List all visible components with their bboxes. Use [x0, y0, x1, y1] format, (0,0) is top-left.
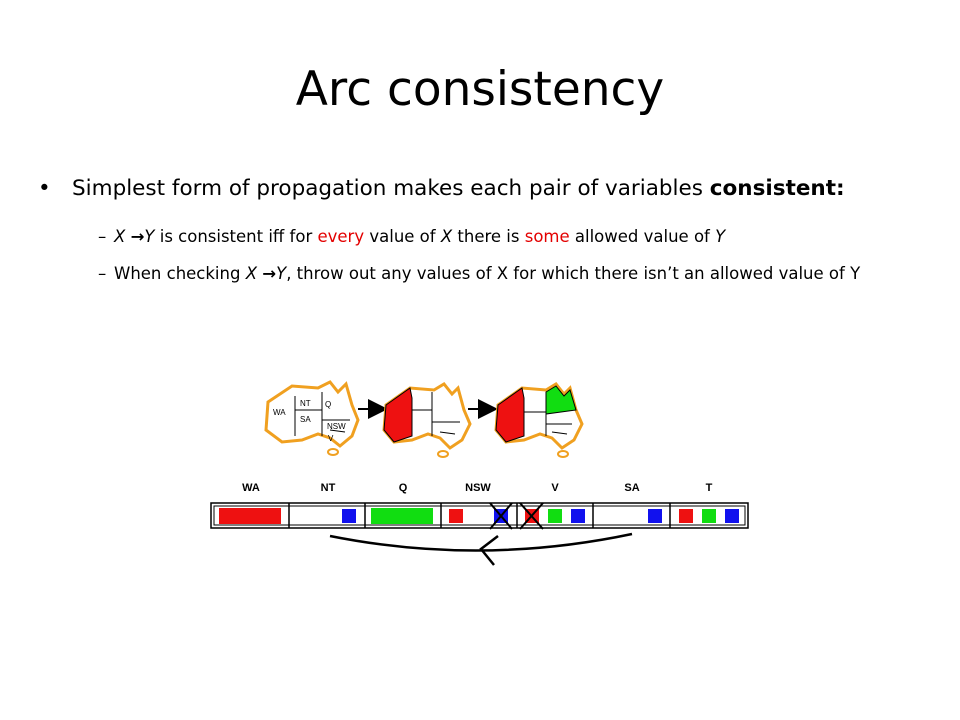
map-label: SA	[300, 415, 311, 424]
header-q: Q	[399, 482, 408, 494]
q-green	[371, 508, 433, 524]
bullet-dot: •	[38, 176, 51, 201]
sub-bullet-1: – X →Y is consistent iff for every value…	[38, 224, 918, 249]
map-label: Q	[325, 400, 331, 409]
header-nsw: NSW	[465, 482, 491, 494]
arrow-icon: →	[262, 264, 277, 283]
map-label: WA	[273, 408, 286, 417]
dash: –	[98, 264, 107, 283]
australia-map-2	[382, 382, 472, 458]
dash: –	[98, 227, 107, 246]
text: allowed value of	[569, 227, 716, 246]
arc-arrow	[329, 532, 633, 566]
text: , throw out any values of X for which th…	[286, 264, 861, 283]
nsw-red	[449, 509, 463, 523]
arrow-icon: →	[130, 227, 145, 246]
bullet-bold: consistent:	[709, 176, 845, 201]
cross-out-nsw-blue	[489, 502, 513, 530]
v-green	[548, 509, 562, 523]
nt-blue	[342, 509, 356, 523]
header-v: V	[551, 482, 559, 494]
map-label: NT	[300, 399, 311, 408]
sub-bullet-2: – When checking X →Y, throw out any valu…	[38, 261, 918, 286]
text: is consistent iff for	[154, 227, 318, 246]
map-label: V	[328, 434, 334, 443]
var-y: Y	[715, 227, 726, 246]
var-x: X	[114, 227, 126, 246]
var-x: X	[440, 227, 453, 246]
header-nt: NT	[321, 482, 336, 494]
emph-every: every	[317, 227, 365, 246]
emph-some: some	[524, 227, 570, 246]
header-sa: SA	[624, 482, 639, 494]
bullet-text: Simplest form of propagation makes each …	[72, 176, 710, 201]
sa-blue	[648, 509, 662, 523]
var-y: Y	[276, 264, 287, 283]
slide-title: Arc consistency	[295, 62, 665, 117]
wa-red	[219, 508, 281, 524]
bullet-item: • Simplest form of propagation makes eac…	[38, 172, 918, 206]
domain-headers: WA NT Q NSW V SA T	[242, 482, 713, 494]
t-green	[702, 509, 716, 523]
var-y: Y	[144, 227, 155, 246]
map-label: NSW	[327, 422, 346, 431]
t-blue	[725, 509, 739, 523]
australia-map-3	[494, 382, 584, 458]
domain-row	[210, 502, 749, 530]
t-red	[679, 509, 693, 523]
text: there is	[452, 227, 525, 246]
header-t: T	[706, 482, 713, 494]
australia-map-1: WA NT SA Q NSW V	[264, 380, 360, 456]
bullet-list: • Simplest form of propagation makes eac…	[38, 172, 918, 286]
text: value of	[364, 227, 441, 246]
cross-out-v-red	[519, 502, 544, 530]
v-blue	[571, 509, 585, 523]
header-wa: WA	[242, 482, 260, 494]
var-x: X	[245, 264, 258, 283]
text: When checking	[114, 264, 246, 283]
